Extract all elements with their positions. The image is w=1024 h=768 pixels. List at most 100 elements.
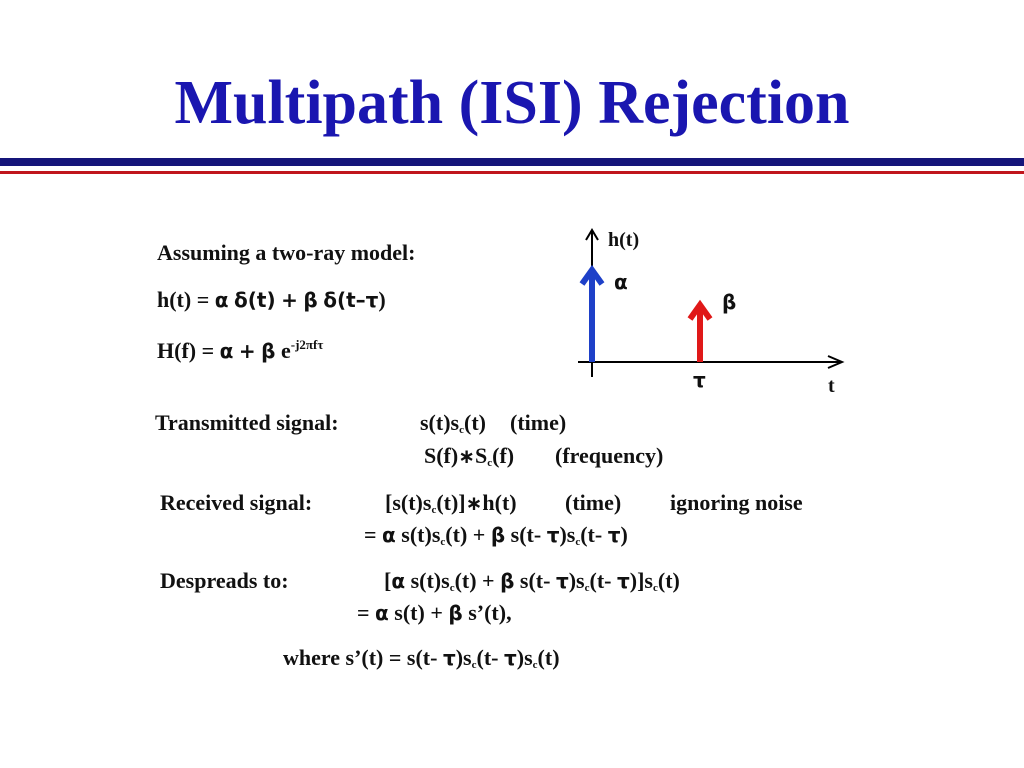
- ds-eq: =: [357, 600, 376, 625]
- despread-expression: [α s(t)sc(t) + β s(t- τ)sc(t- τ)]sc(t): [384, 568, 680, 594]
- received-time-tag: (time): [565, 490, 622, 515]
- tau-symbol: τ: [442, 646, 456, 670]
- impulse-response-graph: h(t) α β τ t: [570, 222, 860, 402]
- transmitted-frequency-expression: S(f)∗Sc(f): [424, 443, 515, 469]
- tau-symbol: τ: [546, 523, 560, 547]
- exponent: -j2πfτ: [290, 337, 324, 352]
- rx-s1: s(t)s: [395, 522, 441, 547]
- alpha-symbol: α: [214, 288, 229, 312]
- tx-freq-sub-c: c: [487, 457, 493, 469]
- transmitted-label: Transmitted signal:: [155, 410, 339, 435]
- beta-symbol: β: [448, 601, 463, 625]
- beta-impulse-arrowhead: [687, 299, 713, 321]
- tau-symbol-2: τ: [617, 569, 630, 593]
- rx-exp-sub-c1: c: [440, 536, 446, 548]
- tx-freq-b: S: [474, 443, 488, 468]
- tx-time-a: s(t)s: [420, 410, 460, 435]
- wh-sub-c1: c: [471, 659, 477, 671]
- x-axis-label: t: [828, 375, 835, 397]
- rx-s3: )s: [559, 522, 576, 547]
- rx-b: (t)]: [436, 490, 466, 515]
- transmitted-time-tag: (time): [510, 410, 567, 435]
- wh-b: )s: [455, 645, 472, 670]
- rx-close: ): [620, 522, 628, 547]
- tx-time-b: (t): [464, 410, 486, 435]
- received-label: Received signal:: [160, 490, 313, 515]
- tx-freq-c: (f): [492, 443, 515, 468]
- wh-c: (t-: [476, 645, 504, 670]
- wh-e: (t): [537, 645, 560, 670]
- where-clause: where s’(t) = s(t- τ)sc(t- τ)sc(t): [283, 645, 560, 671]
- alpha-impulse-arrowhead: [579, 264, 605, 286]
- rx-eq: =: [364, 522, 383, 547]
- tx-freq-a: S(f): [424, 443, 459, 468]
- t-minus: (t–: [336, 288, 366, 312]
- tau-label: τ: [693, 368, 706, 392]
- exponential-e: e: [280, 338, 291, 363]
- rx-s4: (t-: [580, 522, 608, 547]
- ds-r1: s(t) +: [388, 600, 449, 625]
- alpha-symbol: α: [382, 523, 396, 547]
- beta-symbol: β: [303, 288, 318, 312]
- received-expression: [s(t)sc(t)]∗h(t): [385, 490, 517, 516]
- alpha-symbol: α: [219, 339, 234, 363]
- beta-symbol: β: [500, 569, 515, 593]
- slide-title: Multipath (ISI) Rejection: [174, 69, 850, 137]
- rx-p1: (t) +: [445, 522, 491, 547]
- wh-d: )s: [516, 645, 533, 670]
- ds-open: [: [384, 568, 392, 593]
- alpha-symbol: α: [391, 569, 406, 593]
- rx-s2: s(t-: [505, 522, 547, 547]
- tau-symbol: τ: [555, 569, 569, 593]
- delta-symbol-2: δ: [323, 288, 337, 312]
- tau-symbol-2: τ: [607, 523, 621, 547]
- transfer-function-equation: H(f) = α + β e-j2πfτ: [157, 337, 324, 363]
- y-axis-label: h(t): [608, 229, 640, 251]
- rx-sub-c: c: [431, 504, 437, 516]
- y-axis-arrowhead: [585, 228, 599, 241]
- x-axis-arrowhead: [827, 355, 845, 369]
- h-lhs: h(t) =: [157, 287, 215, 312]
- received-expansion: = α s(t)sc(t) + β s(t- τ)sc(t- τ): [364, 522, 628, 548]
- alpha-symbol: α: [375, 601, 389, 625]
- H-lhs: H(f) =: [157, 338, 220, 363]
- ds-r2: s’(t),: [462, 600, 512, 625]
- transmitted-frequency-tag: (frequency): [555, 443, 664, 468]
- ds-sub-c2: c: [584, 582, 590, 594]
- ds-s6: (t): [657, 568, 680, 593]
- plus-symbol: +: [281, 288, 298, 312]
- wh-sub-c2: c: [532, 659, 538, 671]
- transmitted-time-expression: s(t)sc(t): [420, 410, 486, 436]
- close-paren: ): [378, 287, 386, 312]
- impulse-response-equation: h(t) = α δ(t) + β δ(t–τ): [157, 289, 386, 311]
- ds-p1: (t) +: [454, 568, 501, 593]
- ds-sub-c3: c: [652, 582, 658, 594]
- ds-s1: s(t)s: [405, 568, 450, 593]
- ds-s3: )s: [568, 568, 585, 593]
- beta-label: β: [722, 290, 737, 314]
- rx-c: h(t): [482, 490, 517, 515]
- ds-s5: )]s: [629, 568, 653, 593]
- beta-symbol: β: [261, 339, 276, 363]
- model-heading: Assuming a two-ray model:: [157, 240, 416, 265]
- received-note: ignoring noise: [670, 490, 803, 515]
- beta-symbol: β: [490, 523, 506, 547]
- ds-sub-c1: c: [449, 582, 455, 594]
- delta-symbol: δ: [234, 288, 248, 312]
- despread-label: Despreads to:: [160, 568, 289, 593]
- plus-symbol: +: [238, 339, 256, 363]
- ds-s4: (t-: [589, 568, 617, 593]
- tx-sub-c: c: [459, 424, 464, 436]
- tau-symbol: τ: [365, 288, 379, 312]
- ds-s2: s(t-: [514, 568, 556, 593]
- convolution-symbol: ∗: [465, 491, 483, 515]
- tau-symbol-2: τ: [504, 646, 517, 670]
- graph-svg: [578, 228, 845, 377]
- title-rule-red: [0, 171, 1024, 174]
- title-rule-navy: [0, 158, 1024, 166]
- rx-a: [s(t)s: [385, 490, 432, 515]
- despread-result: = α s(t) + β s’(t),: [357, 602, 512, 624]
- rx-exp-sub-c2: c: [575, 536, 581, 548]
- wh-a: where s’(t) = s(t-: [283, 645, 443, 670]
- convolution-symbol: ∗: [458, 444, 475, 468]
